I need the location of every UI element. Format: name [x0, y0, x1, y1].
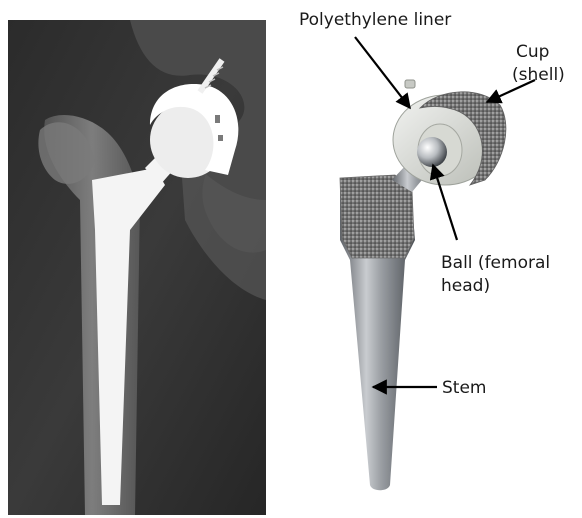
porous-coating: [340, 175, 414, 258]
label-stem: Stem: [442, 378, 486, 398]
label-cup: Cup: [516, 42, 549, 62]
label-ball: Ball (femoral: [441, 253, 550, 273]
liner-arrow: [355, 37, 410, 108]
label-liner: Polyethylene liner: [299, 10, 451, 30]
label-cup-shell: (shell): [512, 65, 565, 85]
xray-panel: [8, 20, 266, 515]
label-ball-head: head): [441, 276, 490, 296]
